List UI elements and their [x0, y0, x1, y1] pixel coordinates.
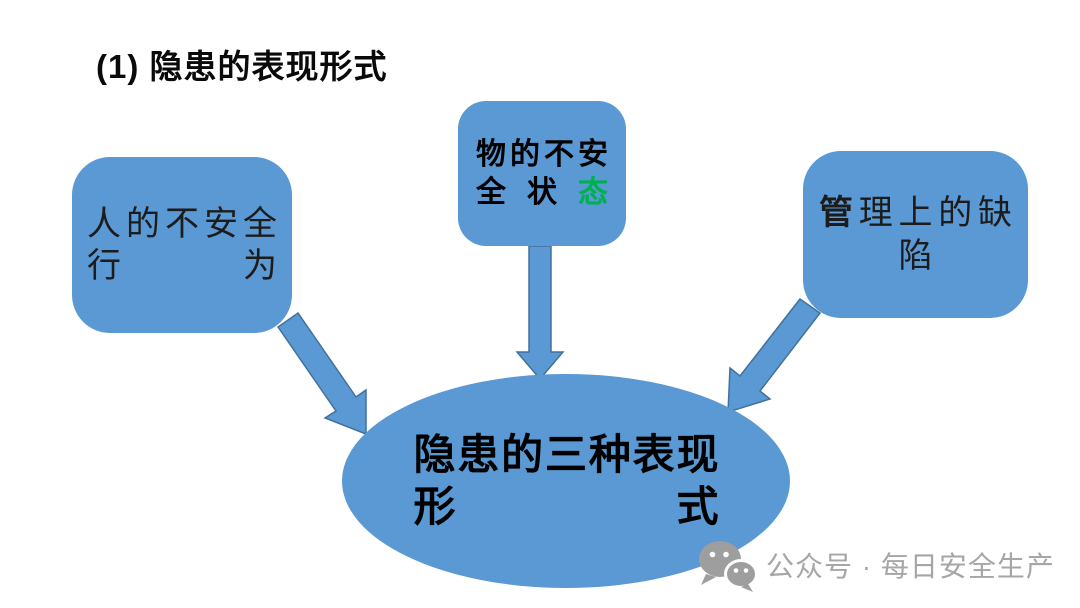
wechat-icon	[699, 541, 758, 592]
page-title: (1) 隐患的表现形式	[96, 48, 388, 85]
char: 三	[544, 430, 587, 478]
char: 的	[510, 138, 540, 172]
char: 状	[527, 175, 557, 209]
char: 安	[204, 204, 238, 243]
box-text-line: 陷	[819, 235, 1012, 277]
char: 表	[632, 430, 675, 478]
char: 物	[476, 138, 506, 172]
char: 的	[938, 194, 973, 233]
char: 隐	[413, 430, 456, 478]
box-human-unsafe-behavior: 人的不安全 行为	[72, 157, 292, 333]
char: 种	[588, 430, 631, 478]
box-object-unsafe-state: 物的不安 全状态	[458, 101, 626, 246]
box-text-line: 物的不安	[476, 136, 608, 173]
char: 患	[457, 430, 500, 478]
watermark: 公众号 · 每日安全生产	[696, 538, 1055, 592]
arrow-right-box-to-ellipse	[727, 297, 822, 414]
box-text-line: 人的不安全	[87, 203, 277, 245]
char: 上	[898, 194, 933, 233]
char: 形	[413, 483, 456, 530]
char: 人	[87, 204, 121, 243]
char: 的	[126, 204, 160, 243]
char: 态	[578, 175, 608, 209]
watermark-text: 公众号 · 每日安全生产	[766, 551, 1055, 582]
char: 的	[501, 430, 544, 478]
arrow-middle-box-to-ellipse	[515, 245, 565, 381]
arrow-left-box-to-ellipse	[276, 311, 367, 436]
char: 不	[544, 138, 574, 172]
char: 现	[676, 430, 719, 478]
char: 不	[165, 204, 199, 243]
ellipse-text: 隐患的三种表现 形式	[414, 429, 719, 533]
char: 陷	[898, 236, 933, 275]
ellipse-text-line: 隐患的三种表现	[414, 429, 719, 481]
box-text-line: 管理上的缺	[819, 192, 1012, 234]
char: 为	[243, 247, 277, 285]
ellipse-text-line: 形式	[414, 481, 719, 533]
char: 缺	[978, 194, 1012, 233]
char: 安	[578, 138, 608, 172]
box-text-line: 行为	[87, 245, 277, 287]
box-text-line: 全状态	[476, 174, 608, 211]
char: 全	[476, 175, 506, 209]
box-management-deficiency: 管理上的缺 陷	[803, 151, 1028, 318]
char: 行	[87, 247, 121, 285]
char: 管	[819, 194, 853, 233]
char: 全	[243, 204, 277, 243]
char: 理	[858, 194, 893, 233]
char: 式	[676, 483, 719, 530]
